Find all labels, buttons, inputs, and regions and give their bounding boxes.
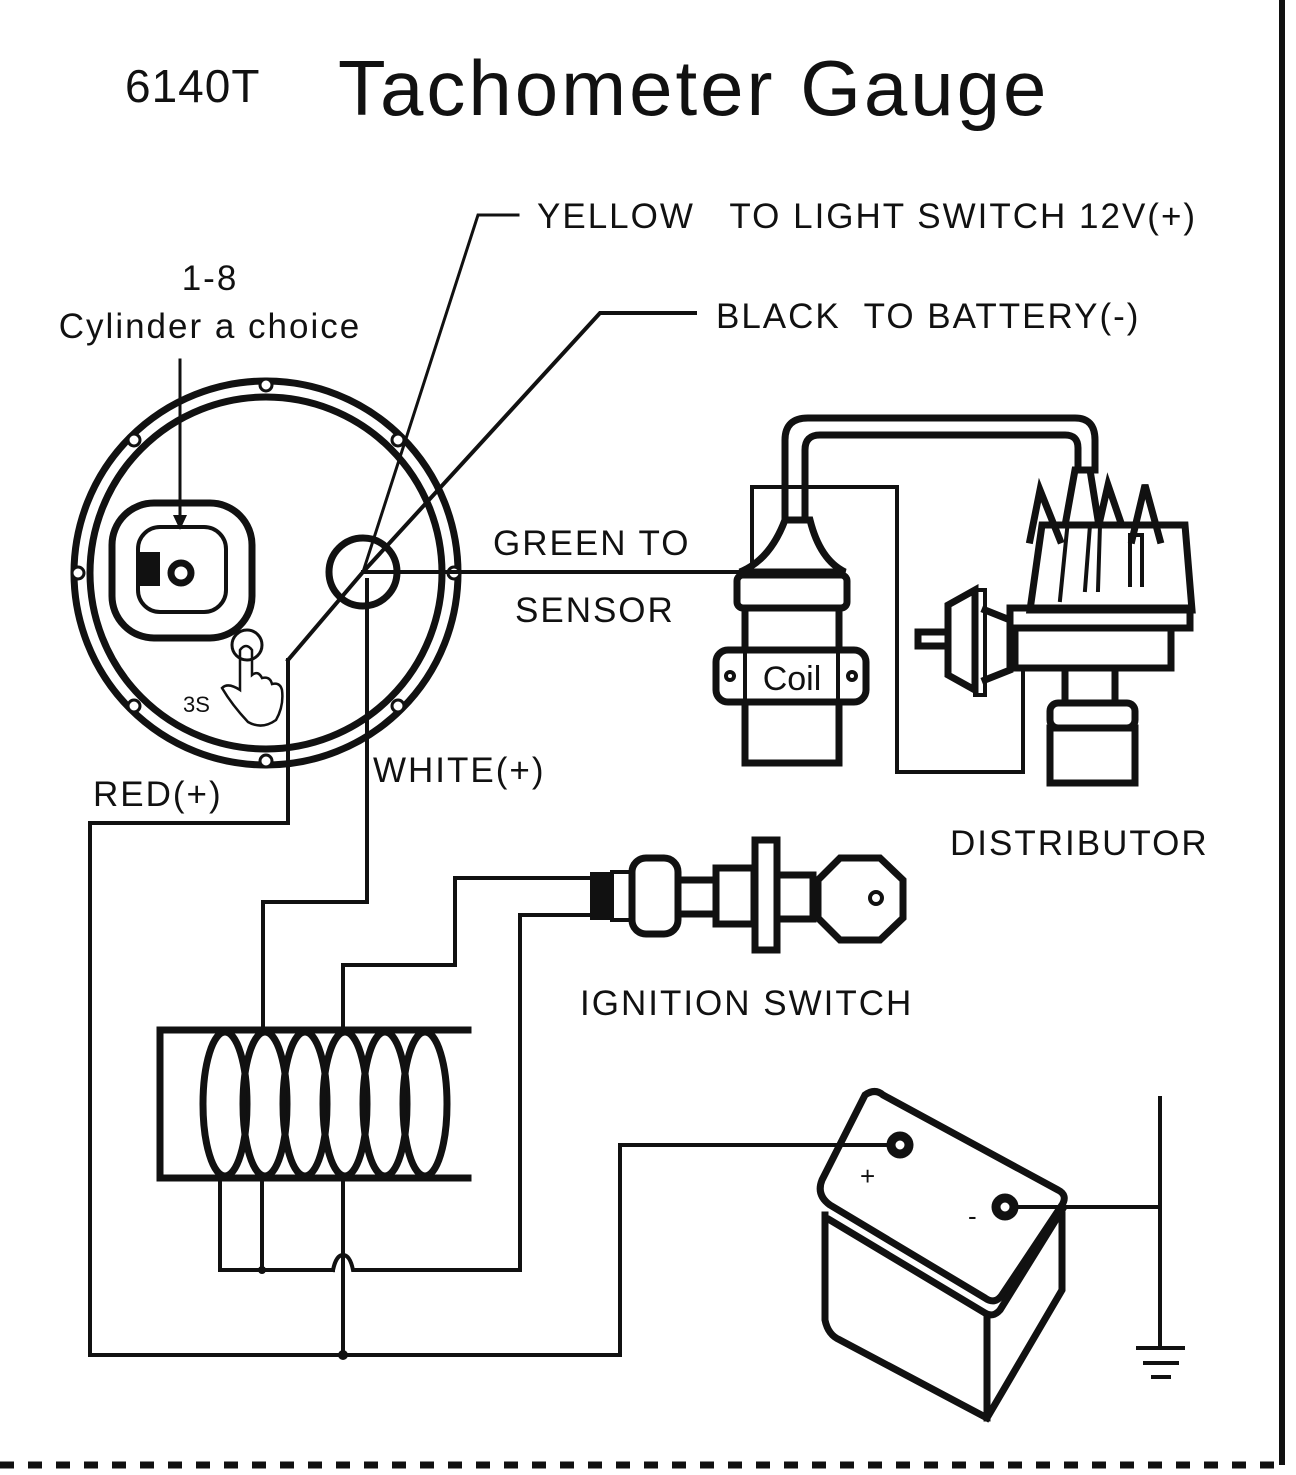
selector-tab: [138, 552, 160, 586]
ignition-wire-lower: [518, 913, 592, 1272]
distributor-label: DISTRIBUTOR: [950, 824, 1209, 863]
model-number: 6140T: [125, 60, 260, 112]
coil-label: Coil: [763, 660, 822, 698]
green-wire-label-1: GREEN TO: [493, 524, 691, 563]
battery-minus-label: -: [968, 1201, 977, 1231]
battery-negative-terminal: [991, 1193, 1019, 1221]
battery-plus-label: +: [860, 1161, 875, 1191]
press-duration-label: 3S: [183, 692, 210, 717]
high-tension-lead: [781, 414, 1099, 524]
red-wire: [88, 658, 902, 1357]
black-wire-label: BLACK TO BATTERY(-): [716, 297, 1140, 336]
page-title: Tachometer Gauge: [338, 44, 1049, 132]
cylinder-choice-label: Cylinder a choice: [59, 307, 361, 346]
press-button-hand-icon[interactable]: [220, 628, 284, 727]
ignition-key-icon[interactable]: [814, 854, 907, 944]
battery-positive-terminal: [886, 1131, 914, 1159]
white-wire-label: WHITE(+): [373, 751, 546, 790]
red-wire-label: RED(+): [93, 775, 223, 814]
coil-distributor-wire: [750, 485, 1025, 774]
battery: + -: [816, 1088, 1068, 1423]
ignition-coil: Coil: [712, 516, 870, 767]
ground-symbol-icon: [1136, 1346, 1185, 1379]
cylinder-pointer-arrow-icon: [173, 515, 187, 530]
distributor: [914, 466, 1196, 787]
fuse-block: [156, 1026, 522, 1360]
cylinder-range-label: 1-8: [182, 259, 239, 298]
ignition-switch[interactable]: [590, 836, 907, 954]
black-wire: [285, 311, 697, 663]
cylinder-selector-outer: [108, 499, 256, 642]
green-wire-label-2: SENSOR: [515, 591, 675, 630]
ignition-wire-upper: [341, 876, 592, 1032]
selector-knob-icon[interactable]: [167, 559, 195, 587]
ignition-switch-label: IGNITION SWITCH: [580, 984, 913, 1023]
yellow-wire-label: YELLOW TO LIGHT SWITCH 12V(+): [537, 197, 1197, 236]
winding-loops: [199, 1028, 451, 1180]
white-wire: [261, 578, 369, 1032]
yellow-wire: [361, 213, 520, 574]
